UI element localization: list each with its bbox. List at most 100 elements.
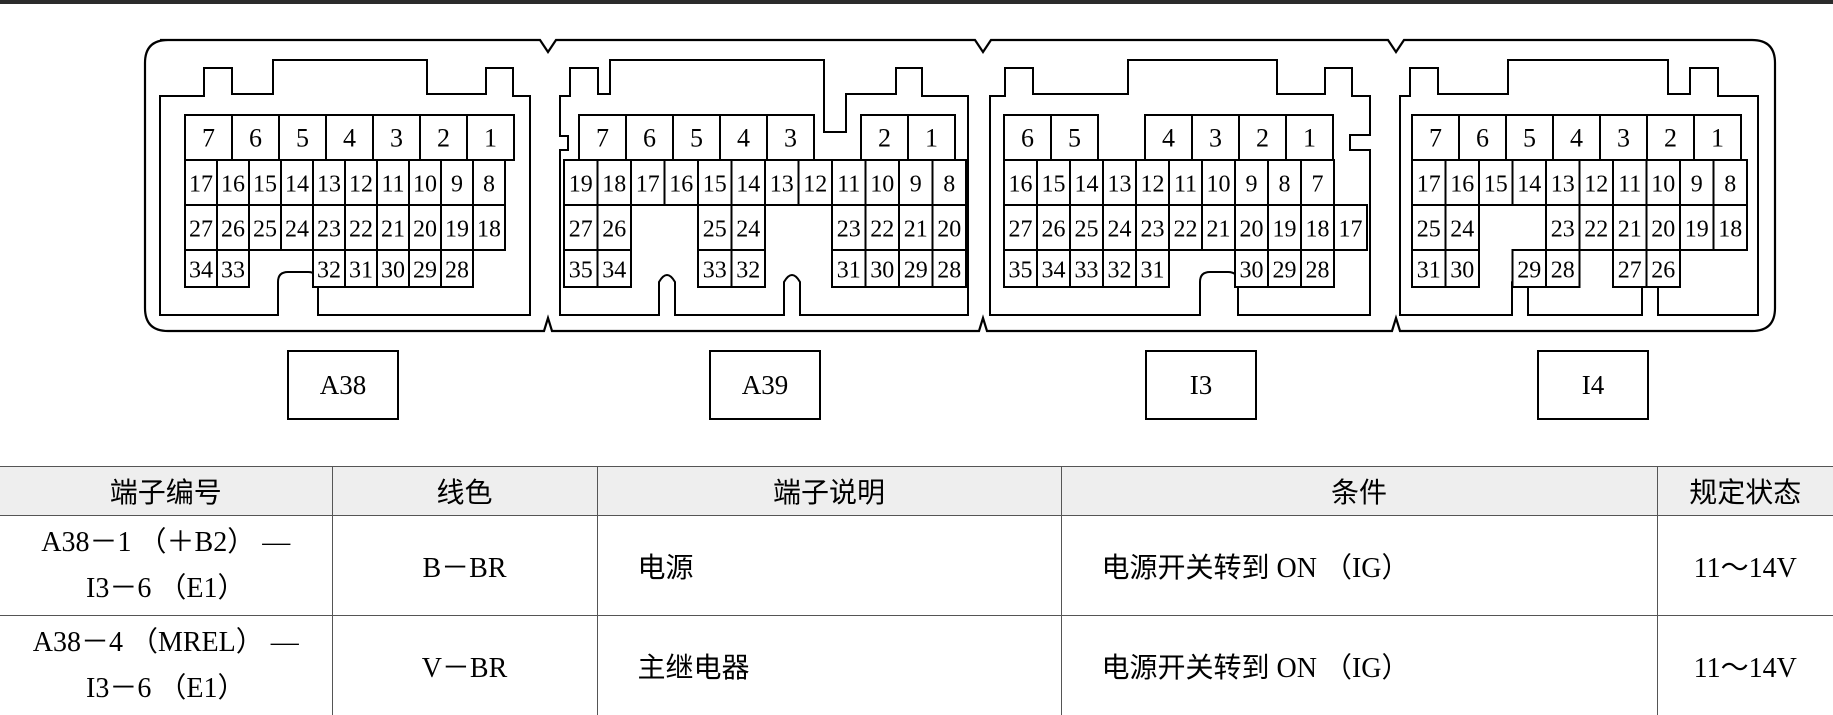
a39-pin-number: 8 — [943, 172, 955, 198]
i4-pin-number: 6 — [1476, 124, 1489, 153]
a39-pin-number: 24 — [736, 217, 760, 243]
i4-pin-cell — [1444, 249, 1480, 288]
a39-pin-number: 15 — [703, 172, 727, 198]
a39-pin-number: 13 — [770, 172, 794, 198]
header-condition: 条件 — [1060, 466, 1658, 516]
a39-pin-number: 16 — [669, 172, 693, 198]
a38-pin-number: 13 — [317, 172, 341, 198]
i4-pin-cell — [1511, 249, 1547, 288]
a39-pin-cell — [663, 159, 699, 206]
i4-pin-number: 17 — [1417, 172, 1441, 198]
i3-pin-number: 6 — [1021, 124, 1034, 153]
i3-pin-cell — [1168, 159, 1203, 206]
i4-pin-number: 2 — [1664, 124, 1677, 153]
a39-pin-number: 26 — [602, 217, 626, 243]
i3-pin-number: 29 — [1273, 258, 1297, 284]
i3-pin-number: 28 — [1306, 258, 1330, 284]
a39-pin-number: 29 — [904, 258, 928, 284]
a39-pin-number: 31 — [837, 258, 861, 284]
a39-pin-cell — [898, 204, 934, 251]
a39-pin-number: 1 — [925, 124, 938, 153]
a39-pin-number: 32 — [736, 258, 760, 284]
a38-pin-number: 15 — [253, 172, 277, 198]
cell-wire-color: B－BR — [331, 515, 598, 616]
a38-pin-number: 31 — [349, 258, 373, 284]
cell-spec: 11～14V — [1656, 615, 1833, 715]
cell-wire-color: V－BR — [331, 615, 598, 715]
i3-pin-number: 17 — [1339, 217, 1363, 243]
a39-pin-number: 9 — [910, 172, 922, 198]
i4-pin-cell — [1545, 249, 1581, 288]
a39-pin-number: 11 — [837, 172, 860, 198]
i3-pin-number: 26 — [1042, 217, 1066, 243]
i4-pin-cell — [1444, 204, 1480, 251]
i4-pin-number: 16 — [1450, 172, 1474, 198]
table-row: A38－1 （＋B2） — I3－6 （E1） B－BR 电源 电源开关转到 O… — [0, 515, 1833, 616]
i3-pin-number: 18 — [1306, 217, 1330, 243]
i4-pin-number: 7 — [1429, 124, 1442, 153]
i3-pin-cell — [1285, 114, 1334, 161]
a39-pin-number: 34 — [602, 258, 626, 284]
a38-pin-number: 12 — [349, 172, 373, 198]
i4-pin-cell — [1693, 114, 1742, 161]
i3-pin-number: 4 — [1162, 124, 1175, 153]
a38-pin-number: 17 — [189, 172, 213, 198]
i3-pin-number: 14 — [1075, 172, 1099, 198]
a39-pin-cell — [578, 114, 627, 161]
i4-pin-number: 8 — [1724, 172, 1736, 198]
a39-pin-cell — [625, 114, 674, 161]
i4-pin-cell — [1599, 114, 1648, 161]
a38-pin-cell — [216, 249, 250, 288]
a39-pin-number: 12 — [803, 172, 827, 198]
i4-pin-number: 24 — [1450, 217, 1474, 243]
i3-pin-cell — [1102, 204, 1137, 251]
i4-pin-number: 5 — [1523, 124, 1536, 153]
a38-pin-number: 4 — [343, 124, 356, 153]
a39-pin-number: 17 — [636, 172, 660, 198]
i3-pin-number: 31 — [1141, 258, 1165, 284]
cell-condition: 电源开关转到 ON （IG） — [1060, 615, 1658, 715]
header-spec-state: 规定状态 — [1656, 466, 1833, 516]
i4-pin-number: 29 — [1517, 258, 1541, 284]
i4-pin-cell — [1712, 204, 1748, 251]
a39-pin-number: 30 — [870, 258, 894, 284]
i3-pin-cell — [1333, 204, 1368, 251]
i4-pin-number: 21 — [1618, 217, 1642, 243]
connector-label-a39: A39 — [709, 350, 821, 420]
a38-pin-cell — [312, 249, 346, 288]
i4-pin-number: 18 — [1718, 217, 1742, 243]
i4-pin-number: 22 — [1584, 217, 1608, 243]
cell-description: 主继电器 — [596, 615, 1062, 715]
a38-pin-number: 1 — [484, 124, 497, 153]
a38-pin-number: 24 — [285, 217, 309, 243]
terminal-line-1: A38－4 （MREL） — — [32, 626, 299, 658]
i3-pin-cell — [1003, 249, 1038, 288]
i3-pin-number: 20 — [1240, 217, 1264, 243]
a38-pin-number: 9 — [451, 172, 463, 198]
a39-pin-number: 22 — [870, 217, 894, 243]
i4-pin-cell — [1411, 249, 1447, 288]
a38-pin-cell — [408, 249, 442, 288]
i3-pin-cell — [1267, 159, 1302, 206]
a38-pin-number: 10 — [413, 172, 437, 198]
i3-pin-number: 27 — [1009, 217, 1033, 243]
terminal-line-1: A38－1 （＋B2） — — [41, 526, 291, 558]
i4-pin-number: 19 — [1685, 217, 1709, 243]
top-rule — [0, 0, 1833, 4]
a39-pin-number: 21 — [904, 217, 928, 243]
i4-pin-number: 13 — [1551, 172, 1575, 198]
i3-pin-cell — [1036, 249, 1071, 288]
header-terminal-desc: 端子说明 — [596, 466, 1062, 516]
a38-pin-cell — [184, 114, 233, 161]
cell-terminal: A38－4 （MREL） — I3－6 （E1） — [0, 615, 333, 715]
a39-pin-cell — [864, 204, 900, 251]
i4-pin-number: 28 — [1551, 258, 1575, 284]
a39-pin-number: 19 — [569, 172, 593, 198]
i3-pin-number: 5 — [1068, 124, 1081, 153]
a39-pin-number: 10 — [870, 172, 894, 198]
a38-pin-number: 30 — [381, 258, 405, 284]
i3-pin-number: 33 — [1075, 258, 1099, 284]
a38-pin-number: 34 — [189, 258, 213, 284]
a39-pin-cell — [563, 204, 599, 251]
i3-pin-number: 16 — [1009, 172, 1033, 198]
